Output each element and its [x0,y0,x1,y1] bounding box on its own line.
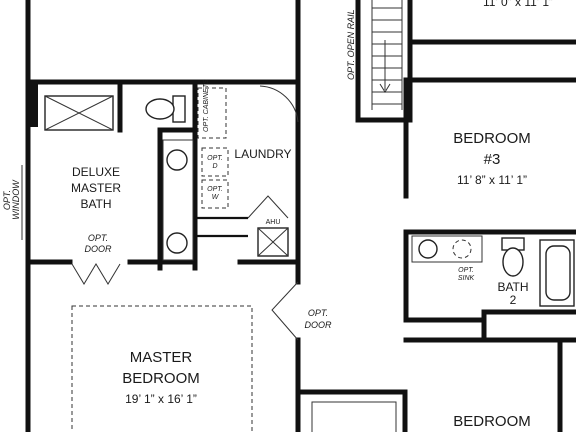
opt-door-master-swing [271,281,299,341]
toilet-icon [145,95,186,123]
master-bath-line3: BATH [80,197,111,211]
opt-cabinets-outline [197,87,227,139]
bath2-line1: BATH [497,280,528,294]
master-bath-line1: DELUXE [72,165,120,179]
master-bath-line2: MASTER [71,181,121,195]
bedroom-bed-outline [311,401,397,432]
walls [25,0,576,432]
ahu-label: AHU [266,219,281,226]
opt-sink-line1: OPT. [458,267,474,274]
master-sinks [162,139,194,261]
laundry-label: LAUNDRY [234,147,291,161]
opt-window-line2: WINDOW [11,179,21,220]
master-bedroom-size: 19’ 1” x 16’ 1” [125,392,197,406]
opt-open-rail-label: OPT. OPEN RAIL [346,9,356,80]
opt-door-bath-line1: OPT. [88,233,108,243]
opt-w-line1: OPT. [207,186,223,193]
master-bed-outline [71,305,253,432]
bedroom-bottom-name: BEDROOM [453,413,531,430]
bedroom3-number: #3 [484,151,501,168]
bedroom3-size: 11’ 8” x 11’ 1” [457,173,527,187]
laundry-door-swing [259,85,299,123]
opt-door-bath-swing [71,263,121,285]
opt-door-bath-line2: DOOR [85,244,113,254]
washer-dryer [201,147,229,209]
structural-post [28,82,38,127]
ahu-unit [247,195,289,257]
opt-window-line1: OPT. [2,190,12,210]
opt-d-line1: OPT. [207,155,223,162]
bath2-fixtures [411,235,575,307]
opt-d-line2: D [212,163,217,170]
top-room-size: 11’ 0” x 11’ 1” [483,0,553,9]
bath2-line2: 2 [510,293,517,307]
opt-w-line2: W [212,194,220,201]
stairs [371,0,403,110]
master-bedroom-line2: BEDROOM [122,370,200,387]
opt-cabinets-label: OPT. CABINETS [203,79,210,132]
opt-door-master-line1: OPT. [308,308,328,318]
master-bedroom-line1: MASTER [130,349,193,366]
opt-door-master-line2: DOOR [305,320,333,330]
shower [44,95,114,131]
bedroom3-name: BEDROOM [453,130,531,147]
opt-sink-line2: SINK [458,275,475,282]
